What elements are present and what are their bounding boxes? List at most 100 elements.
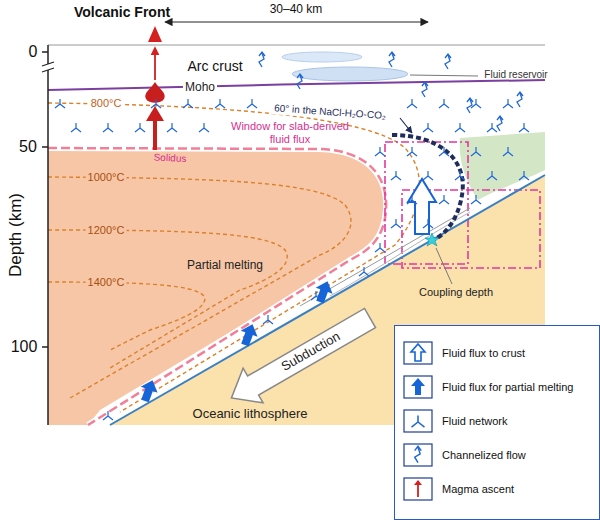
fluid-network-symbol [407,195,417,204]
swatch-frame [404,342,432,364]
fluid-network-symbol [455,171,465,180]
contour-label: 60° in the NaCl-H₂O-CO₂ [272,102,388,122]
axis-title: Depth (km) [6,191,26,279]
fluid-network-symbol [375,147,385,156]
fluid-network-symbol [391,219,401,228]
fluid-network-symbol [439,147,449,156]
fluid-network-symbol [407,99,417,108]
legend-swatch [403,409,433,433]
fluid-network-symbol [311,291,321,300]
isotherm-label: 1400°C [86,276,127,289]
fluid-network-symbol [439,99,449,108]
channelized-flow-symbol [517,92,523,107]
surface-line [48,45,545,46]
fluid-network-symbol [487,171,497,180]
subduction-label: Subduction [277,328,344,375]
region-label: Partial melting [185,259,265,273]
fluid-network-symbol [503,147,513,156]
distance-label: 30–40 km [268,3,325,17]
solidus-line [48,148,386,425]
fluid-arrow [137,377,161,404]
depth-axis [47,45,49,425]
legend-text: Fluid flux for partial melting [442,381,573,394]
region-label: Arc crust [185,58,244,74]
isotherm-label: 800°C [89,97,124,110]
fluid-network-symbol [503,99,513,108]
legend-item: Channelized flow [403,438,593,472]
channelized-flow-symbol [467,98,473,113]
legend-text: Channelized flow [442,449,526,462]
axis-tick-label: 100 [9,338,40,356]
fluid-network-symbol [103,123,113,132]
fluid-network-symbol [183,99,193,108]
channelized-flow-symbol [445,54,451,69]
legend-item: Fluid flux for partial melting [403,370,593,404]
fluid-arrow [237,321,261,348]
fluid-network-symbol [471,147,481,156]
distance-arrow [165,21,428,22]
swatch-frame [404,410,432,432]
legend-swatch [403,375,433,399]
fluid-network-symbol [263,315,273,324]
fluid-network-symbol [215,99,225,108]
axis-ticks [42,52,48,347]
fluid-network-symbol [455,123,465,132]
fluid-network-symbol [247,99,257,108]
break-stroke [42,62,54,66]
fluid-network-symbol [439,195,449,204]
fluid-network-symbol [151,99,161,108]
legend-swatch [403,477,433,501]
fluid-network-symbol [359,267,369,276]
legend-text: Magma ascent [442,483,514,496]
fluid-network-symbol [103,411,113,420]
isotherm-1200 [48,230,287,368]
fluid-network-symbol [391,171,401,180]
fluid-network-symbol [375,243,385,252]
solidus-halo [48,148,386,425]
channelized-flow-symbol [422,82,428,97]
region-label: Oceanic lithosphere [191,407,310,422]
fluid-reservoir [292,67,408,81]
axis-tick-label: 50 [17,138,39,156]
fluid-arrow [312,278,336,305]
channelized-flow-symbol [389,52,395,67]
channelized-flow-symbol [415,446,422,463]
legend-text: Fluid flux to crust [442,347,525,360]
isotherm-1400 [48,282,205,350]
channelized-flow-symbol [259,52,265,67]
fluid-network-symbol [471,195,481,204]
magma-path [154,48,156,80]
leader-line [436,248,452,284]
fluid-network-symbol [167,123,177,132]
break-stroke [42,68,54,72]
fluid-network-symbol [423,171,433,180]
moho-line [48,80,545,90]
crust-fluid-arrow [408,179,436,234]
reservoir-label: Fluid reservoir [482,69,549,81]
tick [42,51,48,53]
leader-arrow [400,118,412,133]
fluid-network-symbol [412,416,425,428]
ph-contour [392,135,463,240]
magma-ascent-head [146,106,164,121]
isotherm-label: 1200°C [86,224,127,237]
swatch-frame [404,444,432,466]
legend-text: Fluid network [442,415,507,428]
axis-tick-label: 0 [27,43,40,61]
legend-swatch [403,443,433,467]
isotherm-label: 1000°C [86,171,127,184]
channelized-flow-symbol [297,74,303,89]
solidus-label: Solidus [151,151,188,164]
magma-blob [145,82,164,103]
legend-item: Magma ascent [403,472,593,506]
coupling-label: Coupling depth [417,286,495,299]
moho-label: Moho [183,81,217,95]
legend-swatch [403,341,433,365]
fluid-network-symbol [487,123,497,132]
fluid-network-symbol [423,123,433,132]
fluid-network-symbol [519,171,529,180]
subduction-arrow [221,301,380,416]
red-arrow-head [414,480,422,485]
channelized-flow-symbol [497,116,503,131]
fluid-network-symbol [135,123,145,132]
